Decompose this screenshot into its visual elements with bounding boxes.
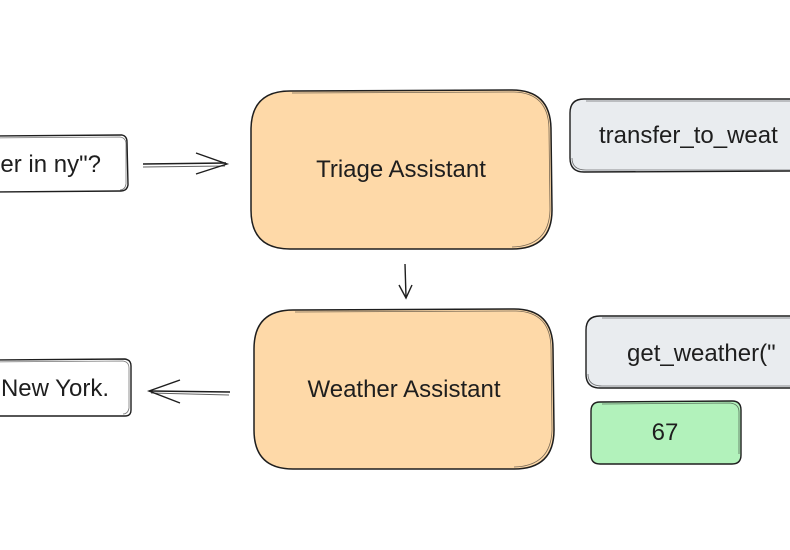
weather-assistant-box	[253, 308, 555, 470]
transfer-tool-label: transfer_to_weat	[599, 122, 778, 149]
transfer-tool-node: transfer_to_weat	[569, 98, 790, 173]
get-weather-tool-node: get_weather("	[585, 315, 790, 389]
weather-assistant-label: Weather Assistant	[308, 376, 501, 403]
tool-result-node: 67	[590, 400, 742, 465]
arrow-query-to-triage	[142, 152, 230, 175]
arrow-weather-to-response	[146, 379, 231, 404]
weather-assistant-node: Weather Assistant	[253, 308, 555, 470]
triage-assistant-box	[250, 89, 553, 250]
triage-assistant-label: Triage Assistant	[316, 156, 486, 183]
response-label: New York.	[1, 375, 109, 402]
triage-assistant-node: Triage Assistant	[250, 89, 553, 250]
user-query-label: er in ny"?	[0, 151, 101, 178]
tool-result-box	[590, 400, 742, 465]
get-weather-tool-box	[585, 315, 790, 389]
arrow-triage-to-weather	[398, 263, 413, 300]
transfer-tool-box	[569, 98, 790, 173]
get-weather-tool-label: get_weather("	[627, 340, 776, 367]
response-node: New York.	[0, 358, 132, 417]
tool-result-label: 67	[652, 419, 679, 446]
user-query-node: er in ny"?	[0, 134, 129, 193]
